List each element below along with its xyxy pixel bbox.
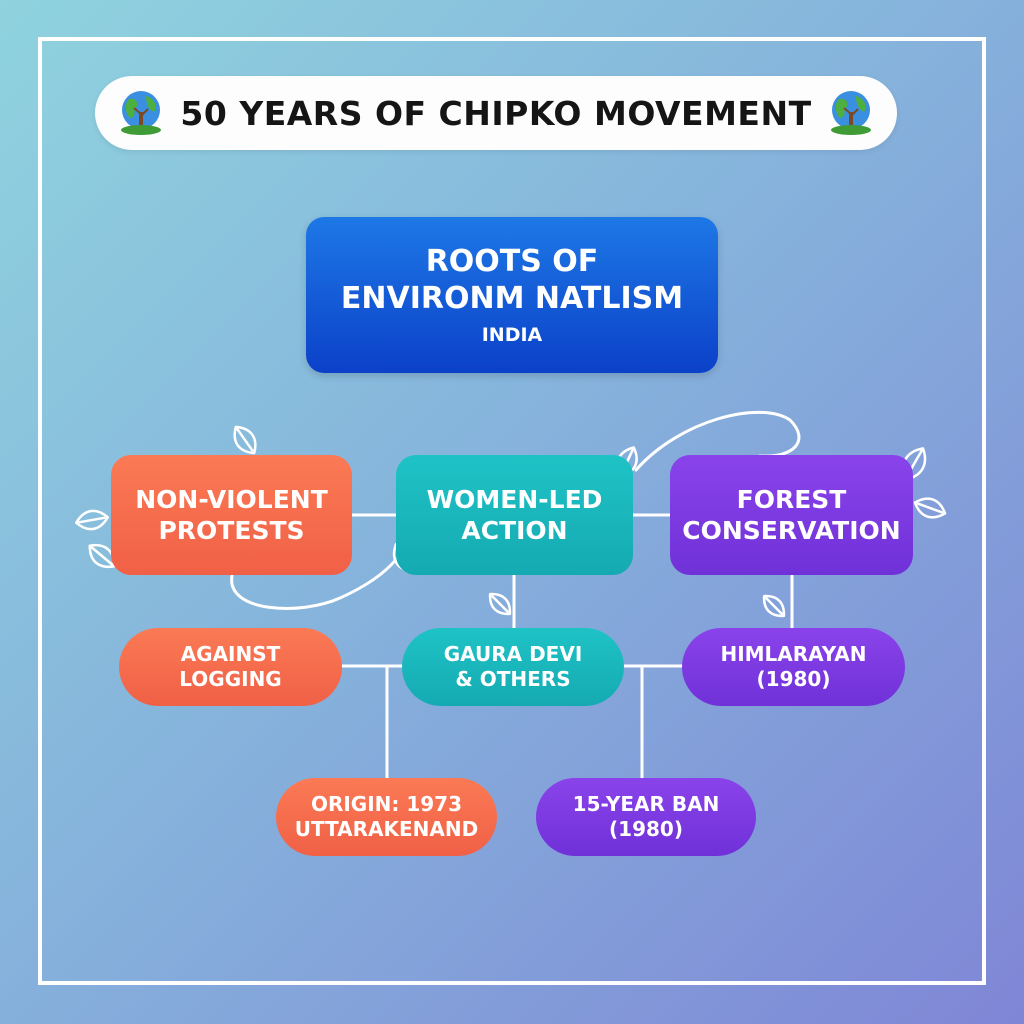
title-banner: 50 YEARS OF CHIPKO MOVEMENT — [95, 76, 897, 150]
node-gaura-devi: GAURA DEVI & OTHERS — [402, 628, 624, 706]
leaf-icon — [74, 509, 110, 531]
node-label-line-2: CONSERVATION — [682, 516, 901, 545]
leaf-icon — [762, 594, 786, 618]
node-label-line-2: PROTESTS — [158, 516, 305, 545]
node-women-led-action: WOMEN-LED ACTION — [396, 455, 633, 575]
node-label-line-1: NON-VIOLENT — [135, 484, 328, 514]
node-label-line-1: HIMLARAYAN — [720, 642, 867, 666]
root-node: ROOTS OF ENVIRONM NATLISM INDIA — [306, 217, 718, 373]
globe-tree-icon — [121, 91, 162, 135]
node-himalayan: HIMLARAYAN (1980) — [682, 628, 905, 706]
leaf-icon — [233, 425, 257, 455]
node-label-line-1: 15-YEAR BAN — [572, 792, 720, 816]
node-label-line-2: LOGGING — [179, 667, 282, 691]
root-line-1: ROOTS OF — [425, 243, 599, 279]
node-origin: ORIGIN: 1973 UTTARAKENAND — [276, 778, 497, 856]
node-label-line-2: (1980) — [756, 667, 831, 691]
globe-tree-icon — [830, 91, 871, 135]
root-line-3: INDIA — [481, 323, 543, 346]
node-forest-conservation: FOREST CONSERVATION — [670, 455, 913, 575]
swirl-right — [634, 410, 801, 472]
node-nonviolent-protests: NON-VIOLENT PROTESTS — [111, 455, 352, 575]
node-label-line-2: UTTARAKENAND — [294, 817, 479, 841]
node-label-line-1: FOREST — [736, 484, 847, 514]
node-label-line-1: WOMEN-LED — [426, 484, 603, 514]
node-15-year-ban: 15-YEAR BAN (1980) — [536, 778, 756, 856]
leaf-icon — [913, 497, 947, 519]
node-label-line-1: AGAINST — [180, 642, 281, 666]
node-label-line-1: ORIGIN: 1973 — [310, 792, 463, 816]
node-label-line-2: ACTION — [461, 516, 568, 545]
page-title: 50 YEARS OF CHIPKO MOVEMENT — [180, 93, 812, 133]
outer-frame — [38, 37, 986, 985]
leaf-icon — [488, 592, 512, 616]
node-label-line-2: & OTHERS — [455, 667, 571, 691]
node-label-line-2: (1980) — [609, 817, 683, 841]
node-against-logging: AGAINST LOGGING — [119, 628, 342, 706]
node-label-line-1: GAURA DEVI — [443, 642, 583, 666]
root-line-2: ENVIRONM NATLISM — [340, 281, 684, 317]
